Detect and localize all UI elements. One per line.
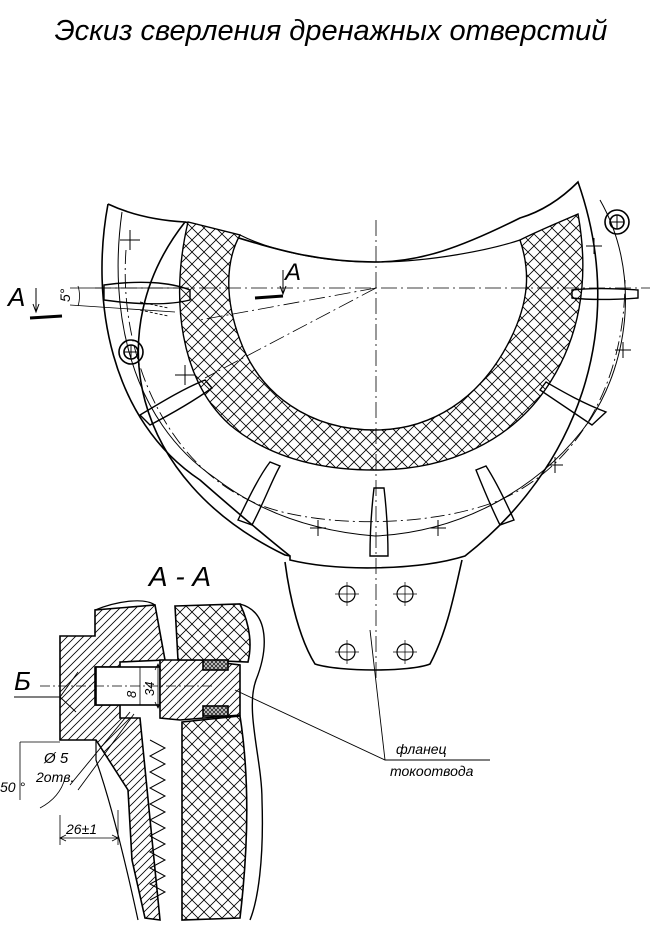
section-body-left [59,604,166,921]
rib [138,379,214,426]
section-cut-center [254,294,284,300]
bolt-left [118,339,144,365]
hole-leader [69,711,135,791]
housing-left-wall [101,203,291,557]
tick-marks [120,230,631,536]
housing-inner-line [117,199,626,537]
flange-label-line1: фланец [396,741,447,757]
section-view [14,600,490,921]
hatched-ring [178,212,584,471]
angle-5-label: 5° [57,288,73,302]
detail-mark: Б [14,666,31,696]
section-teeth [148,739,167,901]
gasket-top [202,659,229,671]
flange-tab [284,559,463,671]
section-cut-left-arrow [32,288,40,314]
bolt-right [604,209,630,235]
hole-diameter-label: Ø 5 [43,750,69,767]
hole-count-label: 2отв. [35,769,74,785]
dim-8-label: 8 [124,690,139,698]
section-insulation-bottom [181,715,248,921]
gasket-bottom [202,705,229,717]
section-outer-right [239,603,265,921]
angle-50-lines [19,741,66,809]
dim-26-label: 26±1 [65,821,97,837]
section-lower-outline [95,740,139,921]
angle-50-label: 50 ° [0,779,25,795]
detail-leader [14,671,79,713]
center-lines [95,220,650,680]
section-mark-left: А [6,282,25,312]
bolt-circle [124,249,626,523]
flange-holes [335,582,417,664]
dim-34-line [154,663,162,709]
angle-5-arc [77,285,80,307]
section-cut-left [29,314,63,320]
rib [237,461,282,526]
ribs [103,281,639,557]
section-title: А - А [147,561,211,592]
dim-34-label: 34 [142,682,157,696]
rib [369,487,389,557]
dim-26-line [59,810,119,845]
section-mark-center: А [283,259,301,286]
rib [103,281,191,305]
flange-label-line2: токоотвода [390,763,474,779]
rib [475,465,515,526]
section-top-line [94,600,156,611]
rib [571,287,639,301]
bore-outline [239,234,521,263]
rib [538,381,608,426]
flange-leader [234,629,490,761]
plan-view [29,180,650,680]
section-cut-center-arrow [279,270,287,296]
drawing-title: Эскиз сверления дренажных отверстий [55,15,608,47]
section-insulation-top [174,603,251,663]
angle-5-lines [69,287,180,313]
